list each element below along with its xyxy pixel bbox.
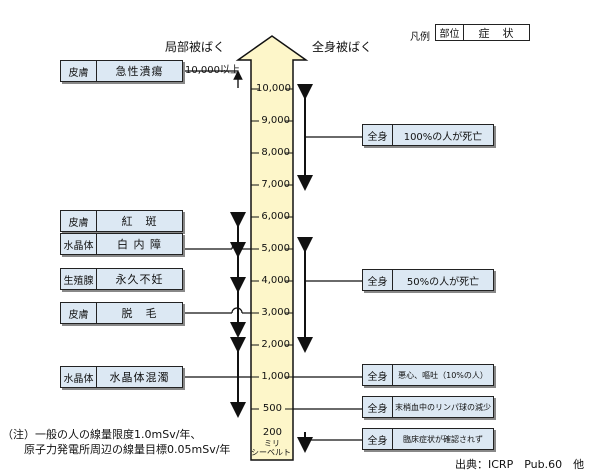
dose-axis-arrow: [235, 35, 309, 461]
axis-unit-sievert: シーベルト: [251, 448, 291, 457]
legend-symptom: 症 状: [478, 26, 515, 40]
box-lens-opacity: 水晶体 水晶体混濁: [60, 366, 183, 388]
tick-500: 500: [262, 403, 282, 414]
box-part: 全身: [363, 125, 393, 145]
box-part: 生殖腺: [61, 269, 97, 289]
box-symptom: 永久不妊: [115, 273, 164, 286]
box-whole-lymphocyte: 全身 末梢血中のリンパ球の減少: [362, 396, 494, 418]
tick-6000: 6,000: [261, 211, 290, 222]
box-part: 全身: [363, 429, 393, 449]
tick-1000: 1,000: [261, 371, 290, 382]
box-symptom: 脱 毛: [121, 307, 158, 320]
tick-3000: 3,000: [261, 307, 290, 318]
box-symptom: 100%の人が死亡: [403, 131, 483, 143]
box-whole-nausea: 全身 悪心、嘔吐（10%の人）: [362, 364, 494, 386]
header-local-exposure: 局部被ばく: [165, 40, 226, 54]
legend-box: 部位 症 状: [435, 24, 530, 41]
box-symptom: 水晶体混濁: [109, 371, 170, 384]
tick-2000: 2,000: [261, 339, 290, 350]
box-whole-no-symptoms: 全身 臨床症状が確認されず: [362, 428, 494, 450]
tick-10000: 10,000: [256, 83, 291, 94]
box-part: 全身: [363, 397, 393, 417]
box-whole-50-death: 全身 50%の人が死亡: [362, 269, 494, 291]
box-symptom: 悪心、嘔吐（10%の人）: [398, 370, 488, 380]
tick-8000: 8,000: [261, 147, 290, 158]
note-line2: 原子力発電所周辺の線量目標0.05mSv/年: [24, 443, 231, 456]
box-symptom: 白 内 障: [117, 238, 162, 251]
box-skin-epilation: 皮膚 脱 毛: [60, 302, 183, 324]
box-symptom: 紅 斑: [121, 215, 158, 228]
axis-top-label: 10,000以上: [185, 65, 240, 76]
tick-5000: 5,000: [261, 243, 290, 254]
tick-4000: 4,000: [261, 275, 290, 286]
box-lens-cataract: 水晶体 白 内 障: [60, 233, 183, 255]
source-credit: 出典：ICRP Pub.60 他: [455, 458, 585, 471]
box-whole-100-death: 全身 100%の人が死亡: [362, 124, 494, 146]
tick-7000: 7,000: [261, 179, 290, 190]
box-part: 全身: [363, 270, 393, 290]
connector-cataract: [182, 246, 232, 250]
note-line1: （注）一般の人の線量限度1.0mSv/年、: [2, 428, 202, 441]
tick-9000: 9,000: [261, 115, 290, 126]
tick-200: 200: [262, 427, 282, 438]
box-part: 全身: [363, 365, 393, 385]
box-part: 皮膚: [61, 303, 97, 323]
axis-unit-milli: ミリ: [264, 439, 280, 448]
legend-part: 部位: [436, 25, 464, 40]
box-skin-erythema: 皮膚 紅 斑: [60, 210, 183, 232]
header-whole-body-exposure: 全身被ばく: [312, 40, 373, 54]
box-part: 皮膚: [61, 211, 97, 231]
box-part: 水晶体: [61, 367, 97, 387]
box-symptom: 急性潰瘍: [115, 65, 164, 78]
legend-label: 凡例: [410, 32, 430, 43]
box-symptom: 50%の人が死亡: [406, 276, 480, 288]
box-part: 皮膚: [61, 61, 97, 81]
box-symptom: 臨床症状が確認されず: [403, 434, 483, 444]
box-part: 水晶体: [61, 234, 97, 254]
box-symptom: 末梢血中のリンパ球の減少: [395, 402, 491, 412]
box-gonad-sterility: 生殖腺 永久不妊: [60, 268, 183, 290]
box-skin-acute-ulcer: 皮膚 急性潰瘍: [60, 60, 183, 82]
